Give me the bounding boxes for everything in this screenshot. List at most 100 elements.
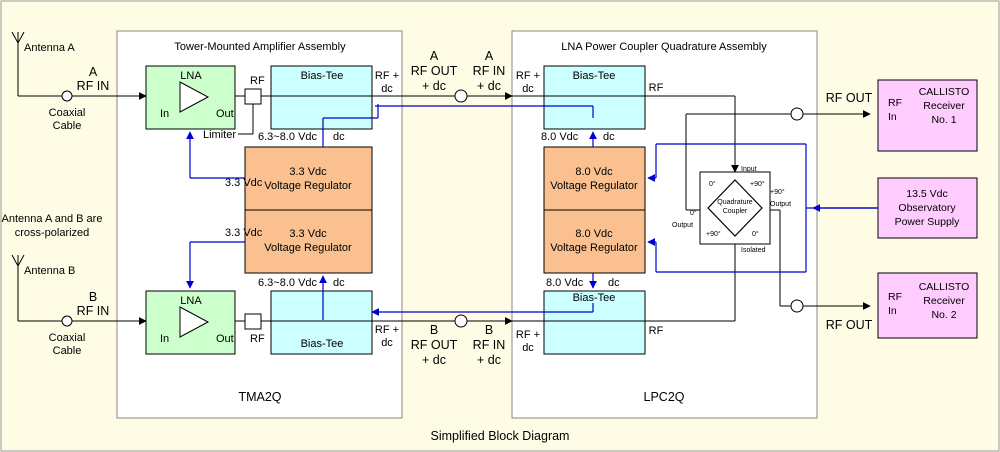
- tma-a-dc-label: dc: [333, 131, 345, 143]
- limiter-a: [244, 88, 262, 105]
- receiver-1-name-1: CALLISTO: [919, 86, 970, 98]
- quadrature-coupler: [699, 171, 771, 245]
- link-b-in-2: RF IN: [473, 338, 506, 352]
- link-a-in-2: RF IN: [473, 64, 506, 78]
- receiver-1-in: In: [888, 111, 897, 123]
- lpc-b-8v-label: 8.0 Vdc: [546, 277, 584, 289]
- lpc-reg-b-name: Voltage Regulator: [550, 242, 638, 254]
- receiver-1-rf: RF: [888, 97, 902, 109]
- tma-b-rf-plus: RF +: [375, 324, 399, 336]
- lna-b-in: In: [160, 333, 169, 345]
- tma-b-dc-label: dc: [333, 277, 345, 289]
- lna-a-label: LNA: [180, 70, 202, 82]
- power-supply-name-3: Power Supply: [895, 216, 961, 228]
- coupler-name-1: Quadrature: [717, 199, 753, 206]
- lpc-regulator-b: [543, 209, 646, 274]
- rf-out-2-label: RF OUT: [826, 318, 873, 332]
- rf-in-b-letter: B: [89, 290, 97, 304]
- coax-a-label-2: Cable: [53, 120, 82, 132]
- coupler-out-0-deg: 0°: [690, 209, 697, 217]
- lpc-reg-a-name: Voltage Regulator: [550, 180, 638, 192]
- link-b-out-3: + dc: [422, 353, 446, 367]
- polarization-note-1: Antenna A and B are: [2, 213, 103, 225]
- lna-b-out: Out: [216, 333, 234, 345]
- limiter-label: Limiter: [203, 129, 236, 141]
- link-b-out-1: B: [430, 323, 438, 337]
- lpc-a-8v-label: 8.0 Vdc: [541, 131, 579, 143]
- coupler-out-90-label: Output: [770, 201, 791, 208]
- coupler-deg-90-bottom: +90°: [706, 230, 721, 238]
- tma-reg-a-name: Voltage Regulator: [264, 180, 352, 192]
- coupler-out-0-label: Output: [672, 222, 693, 229]
- tma-a-dc: dc: [381, 83, 393, 95]
- lpc-bias-tee-b: [543, 290, 646, 355]
- tma-a-rf-plus: RF +: [375, 70, 399, 82]
- diagram-title: Simplified Block Diagram: [431, 429, 570, 443]
- limiter-a-rf: RF: [250, 75, 265, 87]
- amplifier-a-icon: [179, 81, 210, 113]
- tma-a-voltage-range: 6.3~8.0 Vdc: [258, 131, 318, 143]
- antenna-a-label: Antenna A: [24, 42, 75, 54]
- tma-regulator-a: [244, 146, 373, 211]
- rf-in-b-label: RF IN: [77, 304, 110, 318]
- antenna-a-icon: [11, 31, 25, 45]
- tma-bias-tee-b-label: Bias-Tee: [301, 338, 344, 350]
- receiver-2-name-3: No. 2: [931, 309, 956, 321]
- antenna-b-icon: [11, 254, 25, 268]
- lpc-bias-tee-b-label: Bias-Tee: [573, 292, 616, 304]
- coax-b-label-2: Cable: [53, 345, 82, 357]
- lpc-title: LNA Power Coupler Quadrature Assembly: [561, 41, 767, 53]
- coupler-deg-90-top: +90°: [750, 180, 765, 188]
- coupler-input: Input: [741, 166, 757, 173]
- amplifier-b-icon: [179, 306, 210, 338]
- lpc-regulator-a: [543, 146, 646, 211]
- lpc-b-rf-plus: RF +: [516, 329, 540, 341]
- lpc-b-rf: RF: [649, 325, 664, 337]
- limiter-b: [244, 313, 262, 330]
- lpc-a-dc: dc: [522, 83, 534, 95]
- tma-a-3v3-label: 3.3 Vdc: [225, 177, 263, 189]
- lpc-name: LPC2Q: [644, 390, 685, 404]
- lna-b-label: LNA: [180, 295, 202, 307]
- tma-b-3v3-label: 3.3 Vdc: [225, 227, 263, 239]
- coupler-name-2: Coupler: [723, 208, 748, 215]
- coax-a-label-1: Coaxial: [49, 107, 86, 119]
- link-b-in-3: + dc: [477, 353, 501, 367]
- link-a-in-3: + dc: [477, 79, 501, 93]
- link-a-out-1: A: [430, 49, 439, 63]
- tma-bias-tee-a-label: Bias-Tee: [301, 70, 344, 82]
- observatory-power-supply: [877, 177, 978, 239]
- tma-title: Tower-Mounted Amplifier Assembly: [174, 41, 346, 53]
- coupler-out-90-deg: +90°: [770, 188, 785, 196]
- lpc-bias-tee-a: [543, 65, 646, 130]
- rf-out-1-label: RF OUT: [826, 91, 873, 105]
- coax-connectors: [61, 89, 804, 328]
- coupler-deg-0-top: 0°: [709, 180, 716, 188]
- link-a-in-1: A: [485, 49, 494, 63]
- lpc-bias-tee-a-label: Bias-Tee: [573, 70, 616, 82]
- tma-reg-b-volt: 3.3 Vdc: [289, 228, 327, 240]
- tma-bias-tee-b: [270, 290, 373, 355]
- coupler-isolated: Isolated: [741, 247, 766, 254]
- rf-in-a-letter: A: [89, 65, 98, 79]
- dc-power-lines: [186, 104, 878, 320]
- coupler-deg-0-bottom: 0°: [752, 230, 759, 238]
- link-a-out-2: RF OUT: [411, 64, 458, 78]
- lpc-b-dc: dc: [522, 342, 534, 354]
- tma-regulator-b: [244, 209, 373, 274]
- callisto-receiver-2: [877, 272, 978, 339]
- lpc-a-rf-plus: RF +: [516, 70, 540, 82]
- lpc-b-dc-label: dc: [608, 277, 620, 289]
- lpc-reg-a-volt: 8.0 Vdc: [575, 166, 613, 178]
- tma-name: TMA2Q: [238, 390, 281, 404]
- lna-a-in: In: [160, 108, 169, 120]
- lna-a-out: Out: [216, 108, 234, 120]
- limiter-b-rf: RF: [250, 333, 265, 345]
- receiver-2-name-2: Receiver: [923, 295, 965, 307]
- tma-b-dc: dc: [381, 337, 393, 349]
- lpc-a-dc-label: dc: [603, 131, 615, 143]
- receiver-2-rf: RF: [888, 291, 902, 303]
- polarization-note-2: cross-polarized: [15, 227, 90, 239]
- lpc-a-rf: RF: [649, 82, 664, 94]
- receiver-2-name-1: CALLISTO: [919, 281, 970, 293]
